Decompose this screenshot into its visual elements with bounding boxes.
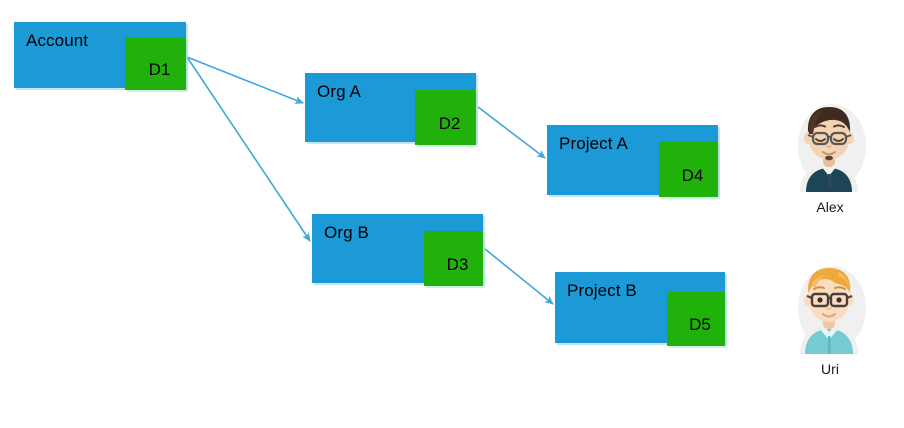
avatar-alex-icon (798, 104, 866, 192)
edge-org-b-to-project-b (484, 248, 554, 305)
domain-chip-d4-label: D4 (681, 165, 704, 185)
node-account-label: Account (26, 31, 89, 50)
edge-org-a-to-project-a (477, 106, 546, 159)
domain-chip-d5[interactable]: D5 (667, 292, 725, 346)
node-org-b[interactable]: Org B D3 (312, 214, 483, 286)
person-uri[interactable]: Uri (778, 258, 882, 378)
node-project-a[interactable]: Project A D4 (547, 125, 718, 197)
domain-chip-d4[interactable]: D4 (659, 142, 718, 197)
edge-account-to-org-b (186, 56, 311, 242)
person-alex[interactable]: Alex (778, 96, 882, 216)
node-project-b-label: Project B (567, 281, 637, 300)
domain-chip-d5-label: D5 (689, 315, 711, 334)
domain-chip-d2[interactable]: D2 (415, 90, 476, 145)
node-org-b-label: Org B (324, 223, 369, 242)
node-project-b[interactable]: Project B D5 (555, 272, 725, 346)
domain-chip-d3[interactable]: D3 (424, 231, 483, 286)
domain-chip-d3-label: D3 (446, 254, 469, 274)
person-alex-name: Alex (816, 199, 844, 215)
domain-chip-d2-label: D2 (438, 113, 461, 133)
person-uri-name: Uri (821, 361, 839, 377)
edge-account-to-org-a (186, 56, 304, 104)
domain-chip-d1-label: D1 (148, 60, 171, 79)
domain-chip-d1[interactable]: D1 (125, 38, 186, 90)
avatar-uri-icon (798, 266, 866, 354)
node-account[interactable]: Account D1 (14, 22, 186, 90)
node-project-a-label: Project A (559, 134, 628, 153)
node-org-a[interactable]: Org A D2 (305, 73, 476, 145)
node-org-a-label: Org A (317, 82, 361, 101)
